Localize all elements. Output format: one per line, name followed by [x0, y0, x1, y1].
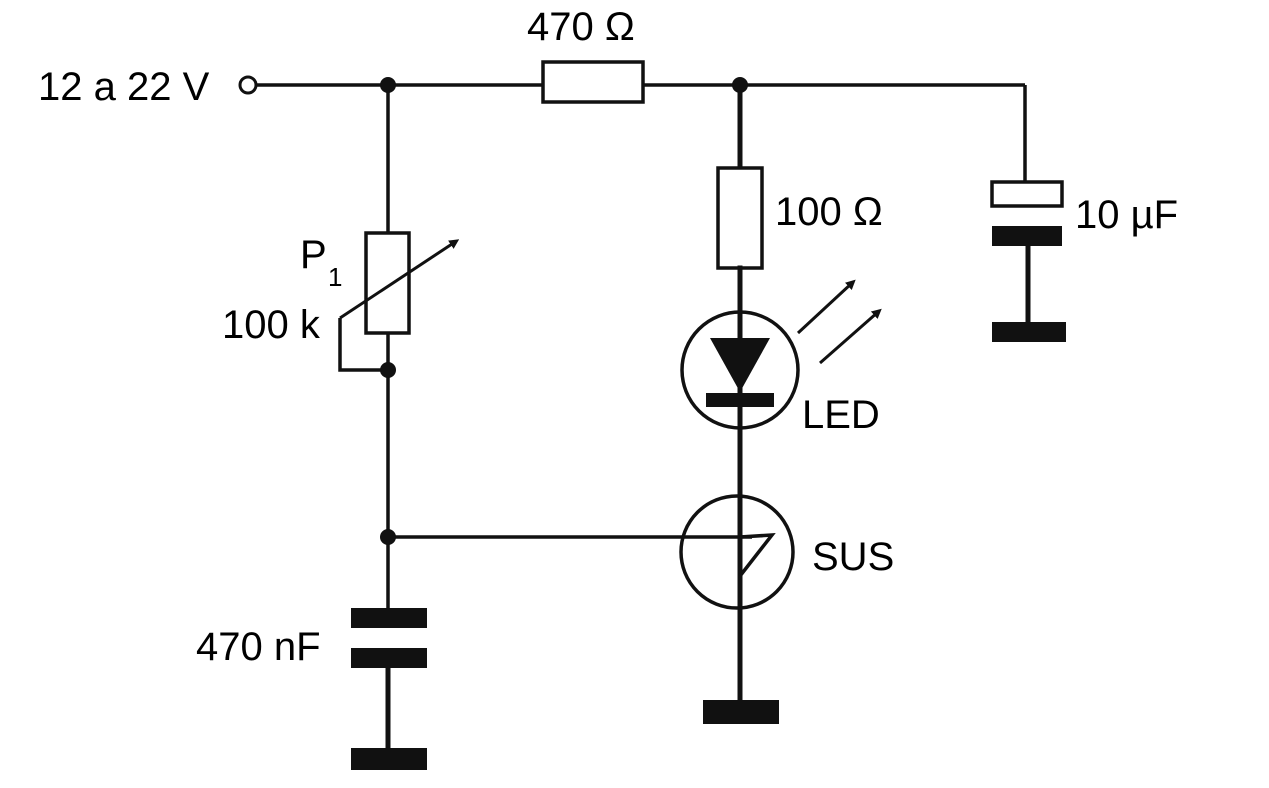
junction-dot — [380, 362, 396, 378]
junction-dot — [380, 529, 396, 545]
led-light-arrow — [819, 308, 882, 365]
pot-wiper-wire — [338, 318, 388, 372]
ground-symbol — [703, 700, 779, 724]
resistor-100-label: 100 Ω — [775, 190, 883, 234]
resistor-470-ohm — [541, 60, 645, 104]
cap-bulk-plate-pos — [990, 180, 1064, 208]
cap-timing-plate-top — [351, 608, 427, 628]
cap-bulk-label: 10 µF — [1075, 193, 1178, 237]
sus-label: SUS — [812, 535, 894, 579]
pot-name-subscript: 1 — [328, 262, 342, 292]
supply-terminal — [238, 75, 258, 95]
pot-value-label: 100 k — [222, 303, 321, 347]
led-label: LED — [802, 393, 880, 437]
ground-symbol — [351, 748, 427, 770]
supply-label: 12 a 22 V — [38, 65, 210, 109]
cap-bulk-plate-neg — [992, 226, 1062, 246]
junction-dot — [380, 77, 396, 93]
junction-dot — [732, 77, 748, 93]
resistor-470-label: 470 Ω — [527, 5, 635, 49]
pot-adjust-arrow — [339, 239, 460, 320]
led-diode-triangle — [710, 338, 770, 392]
pot-name-label: P — [300, 233, 327, 277]
sus-outline — [679, 494, 795, 610]
resistor-100-ohm — [716, 166, 764, 270]
sus-switch-symbol — [738, 533, 776, 578]
ground-symbol — [992, 322, 1066, 342]
cap-timing-label: 470 nF — [196, 625, 321, 669]
cap-timing-plate-bottom — [351, 648, 427, 668]
led-diode-bar — [706, 393, 774, 407]
led-light-arrow — [796, 279, 856, 335]
potentiometer-p1 — [364, 231, 411, 335]
